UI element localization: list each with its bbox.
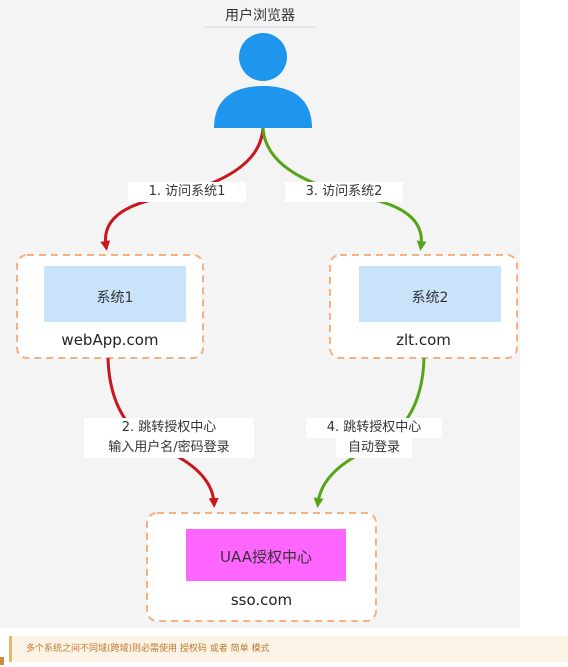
left-edge-marker [0,657,4,665]
browser-label: 用户浏览器 [225,8,295,24]
system1-label: 系统1 [96,290,134,306]
step4-label-line2: 自动登录 [336,438,412,458]
system2-box [359,266,501,322]
auth-center-domain: sso.com [230,591,293,609]
step4-label-line1: 4. 跳转授权中心 [306,418,442,438]
caption-note: 多个系统之间不同域(跨域)则必需使用 授权码 或者 简单 模式 [9,636,568,662]
user-icon [205,26,315,128]
system2-label: 系统2 [411,290,449,306]
sso-flow-diagram [16,26,518,622]
step2-label-line1: 2. 跳转授权中心 [84,418,254,438]
auth-center-label: UAA授权中心 [220,548,312,566]
step1-label: 1. 访问系统1 [128,182,246,202]
system1-box [44,266,186,322]
system1-domain: webApp.com [61,331,159,349]
step2-label-line2: 输入用户名/密码登录 [84,438,254,458]
auth-center-box [186,529,346,581]
step3-label: 3. 访问系统2 [285,182,403,202]
system2-domain: zlt.com [396,331,451,349]
